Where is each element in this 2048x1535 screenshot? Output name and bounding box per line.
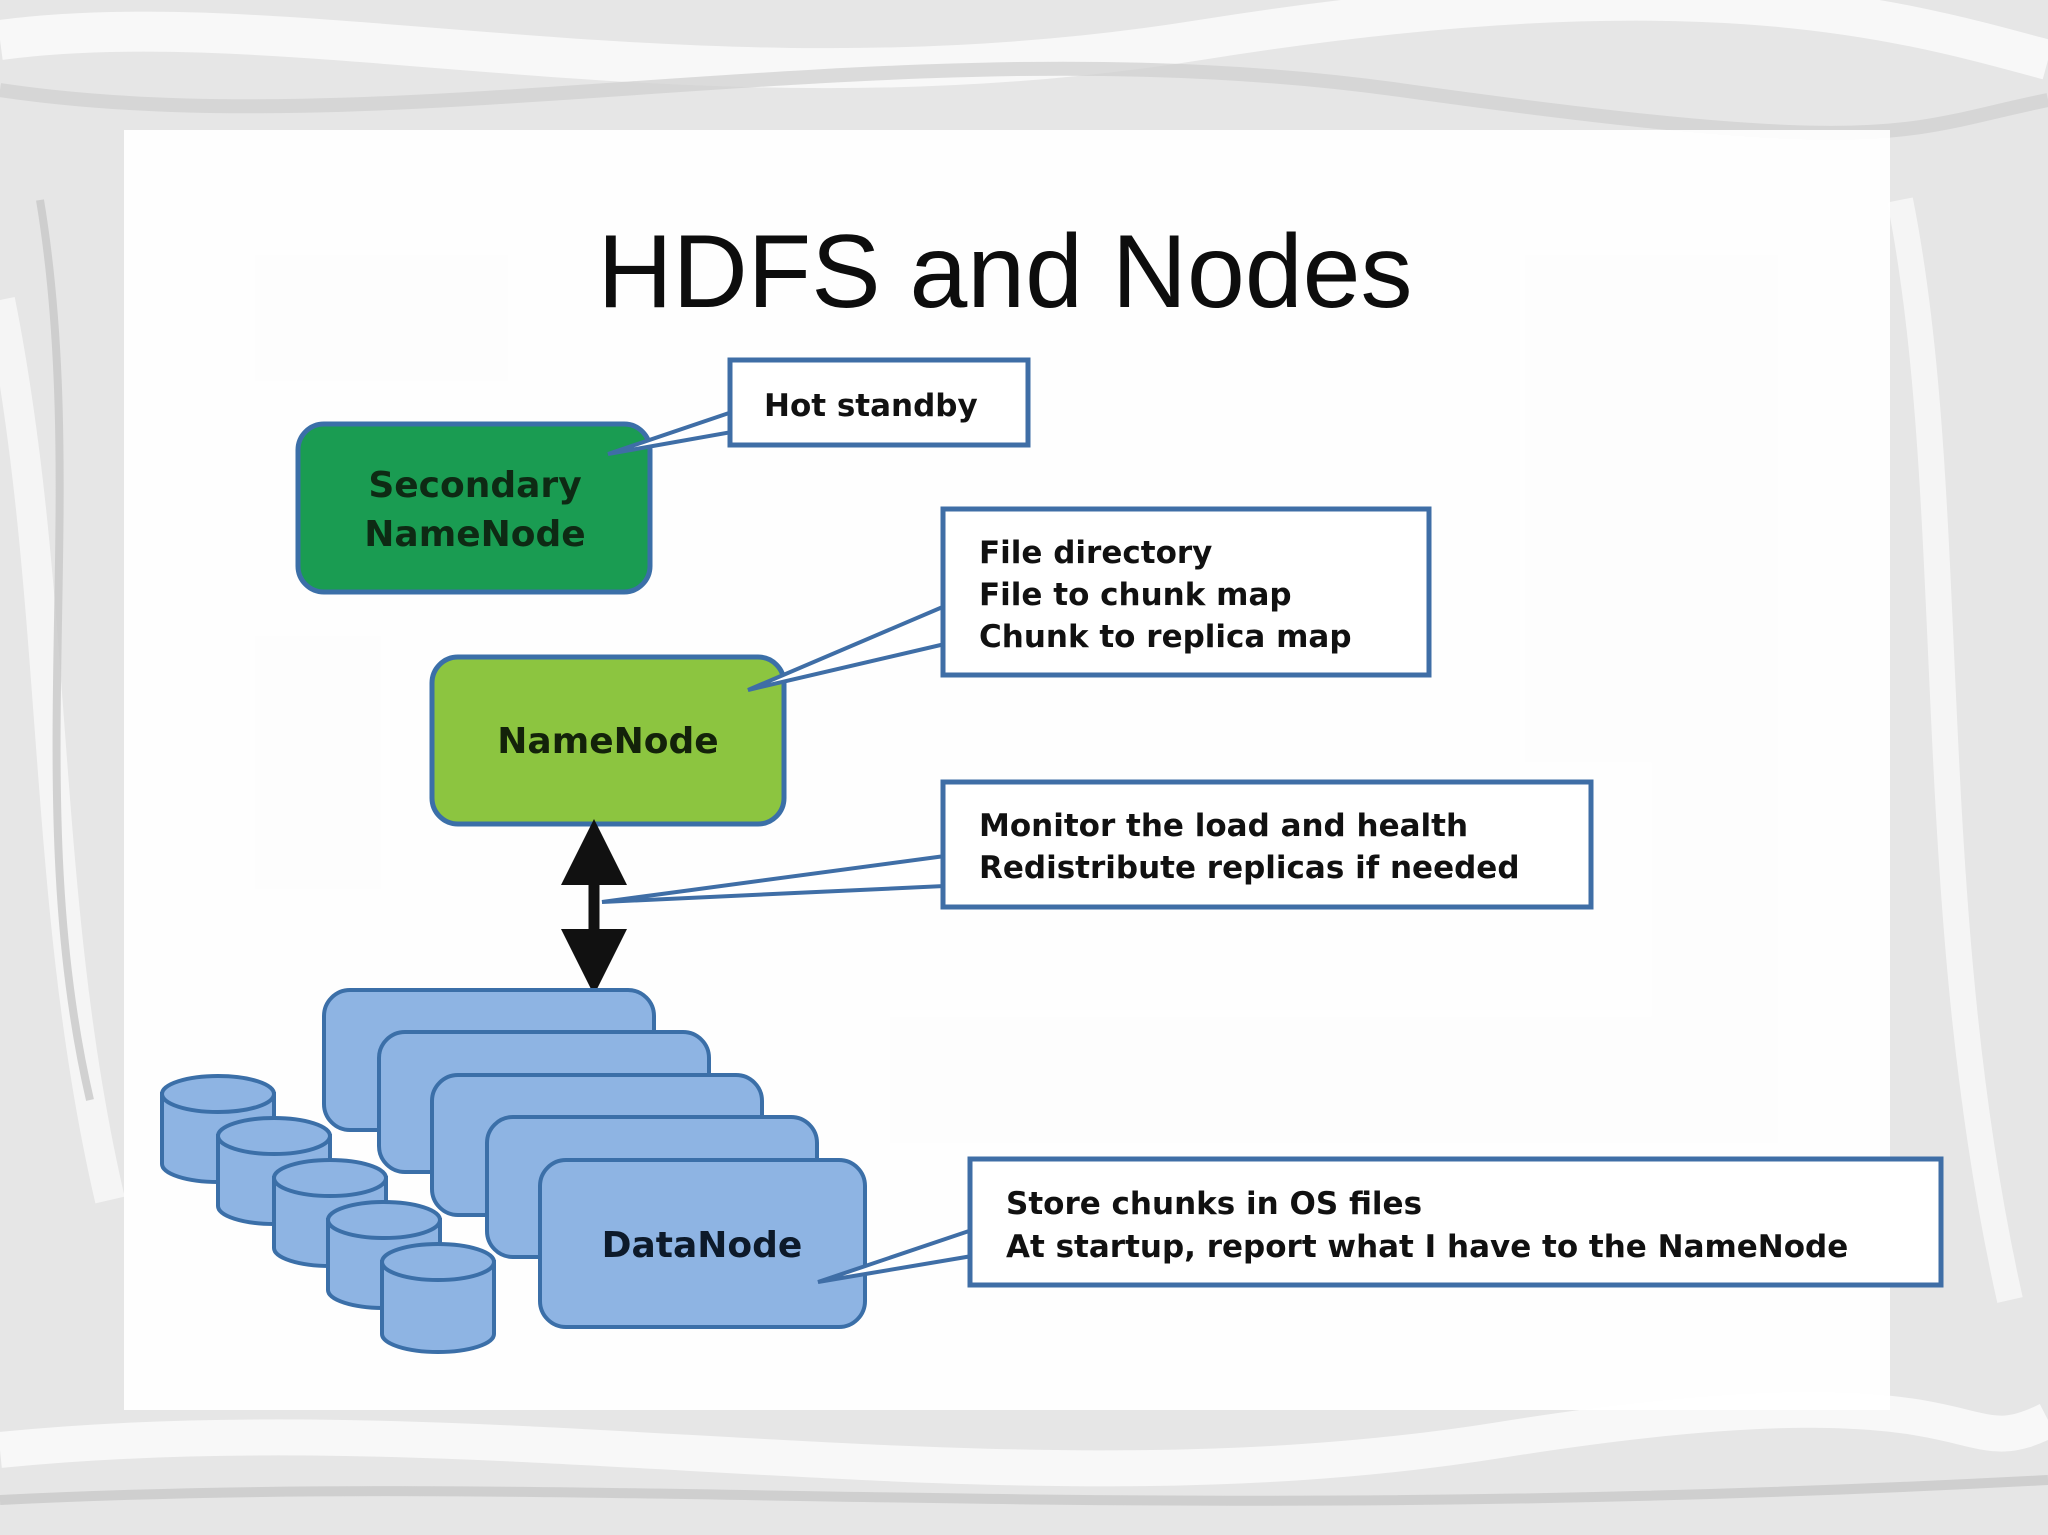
monitor-callout [940,779,1594,910]
datanode-info-line1: Store chunks in OS files [1006,1186,1422,1222]
secondary-namenode-label-line1: Secondary [368,465,581,506]
monitor-line2: Redistribute replicas if needed [979,850,1520,886]
monitor-line1: Monitor the load and health [979,808,1468,844]
hot-standby-callout [727,357,1031,448]
namenode-info-line3: Chunk to replica map [979,619,1352,655]
secondary-namenode-label-line2: NameNode [364,514,585,555]
datanode-info-callout [967,1156,1944,1288]
disk-cylinder [380,1242,496,1354]
namenode-info-line1: File directory [979,535,1212,571]
namenode-info-callout [940,506,1432,678]
secondary-namenode-box [295,421,653,595]
datanode-box [538,1158,867,1329]
monitor-pointer [601,853,947,904]
namenode-info-pointer [747,602,947,692]
slide-title: HDFS and Nodes [597,214,1413,330]
datanode-info-line2: At startup, report what I have to the Na… [1006,1229,1848,1265]
datanode-label: DataNode [602,1225,803,1266]
namenode-label: NameNode [497,721,718,762]
namenode-info-line2: File to chunk map [979,577,1292,613]
hot-standby-text: Hot standby [764,388,978,424]
datanode-stack [160,988,867,1354]
